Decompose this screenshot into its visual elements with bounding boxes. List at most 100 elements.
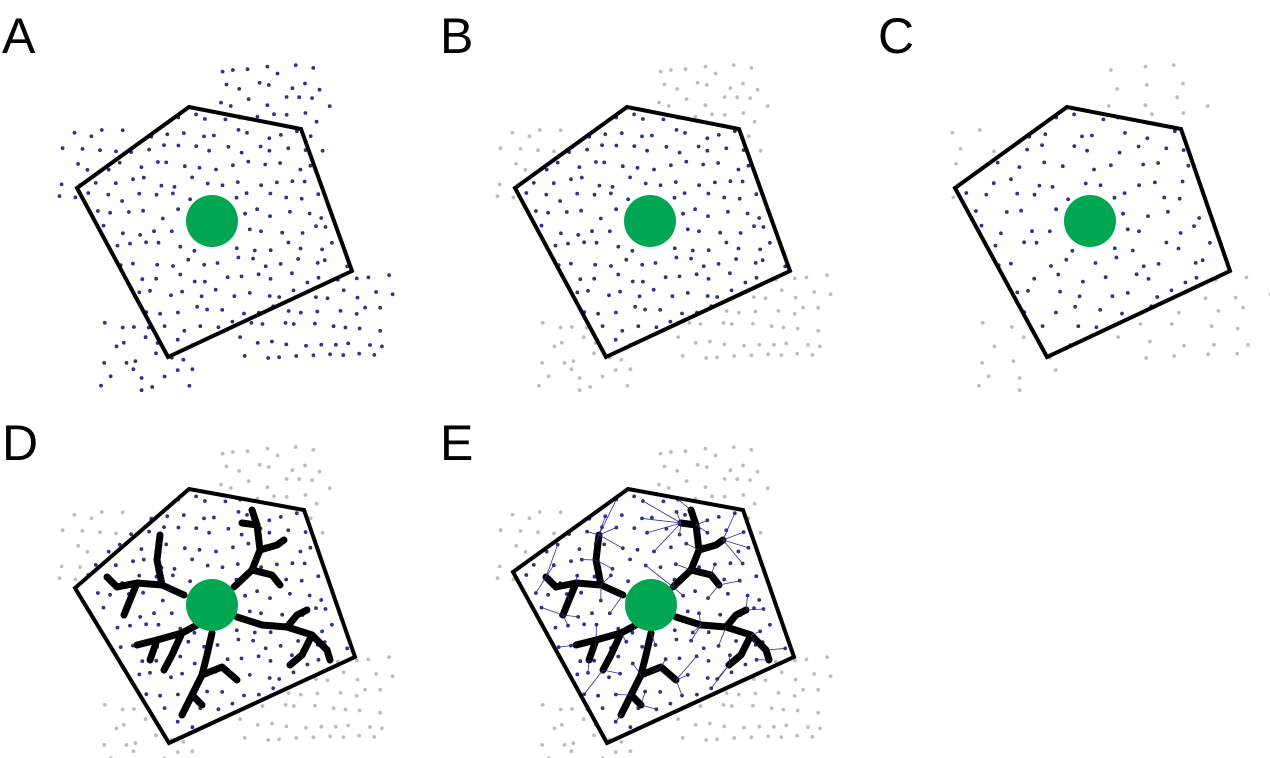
sample-point-inside [632, 112, 636, 117]
sample-point-inside [705, 136, 710, 141]
sample-point-outside [751, 703, 755, 708]
sample-point-outside [722, 477, 727, 481]
sample-point-outside [102, 743, 107, 747]
sample-point-inside [148, 670, 152, 675]
sample-point-outside [795, 351, 800, 356]
sample-point-inside [658, 690, 663, 694]
sample-point-outside [741, 463, 745, 468]
sample-point-inside [1156, 161, 1160, 165]
sample-point-outside [804, 275, 809, 280]
sample-point-outside [314, 119, 319, 124]
sample-point-outside [380, 726, 384, 731]
sample-point-inside [1094, 325, 1099, 330]
sample-point-inside [1026, 288, 1030, 293]
sample-point-inside [658, 183, 663, 188]
sample-point-outside [950, 130, 955, 135]
sample-point-inside [257, 692, 261, 697]
sample-point-outside [314, 295, 318, 299]
sample-point-inside [263, 264, 268, 269]
dendrite-branch [572, 621, 640, 649]
sample-point-inside [330, 622, 334, 627]
sample-point-inside [1085, 148, 1089, 153]
sample-point-inside [230, 701, 235, 706]
sample-point-inside [220, 690, 225, 694]
sample-point-outside [570, 325, 574, 329]
sample-point-outside [368, 343, 372, 347]
sample-point-outside [619, 357, 624, 362]
sample-point-outside [59, 564, 64, 569]
connector-line [722, 539, 749, 549]
sample-point-outside [1017, 388, 1022, 393]
sample-point-outside [495, 194, 500, 199]
connector-line [728, 655, 731, 666]
connector-line [642, 500, 682, 524]
sample-point-inside [220, 183, 225, 188]
sample-point-outside [132, 707, 136, 711]
sample-point-outside [731, 63, 736, 67]
sample-point-outside [497, 182, 502, 187]
sample-point-outside [825, 655, 829, 659]
sample-point-inside [178, 272, 183, 277]
sample-point-outside [1116, 335, 1120, 339]
sample-point-outside [378, 687, 383, 692]
connector-line [765, 648, 786, 651]
sample-point-outside [728, 468, 733, 473]
sample-point-inside [640, 262, 645, 267]
sample-point-inside [129, 532, 134, 536]
sample-point-outside [793, 295, 798, 300]
sample-point-outside [742, 725, 746, 730]
sample-point-outside [242, 736, 247, 740]
sample-point-inside [202, 262, 207, 267]
sample-point-inside [1146, 277, 1151, 281]
sample-point-inside [194, 494, 199, 499]
dendrite-branch [120, 579, 141, 619]
sample-point-inside [298, 246, 303, 251]
sample-point-inside [1056, 272, 1061, 277]
sample-point-outside [108, 374, 113, 379]
sample-point-inside [144, 622, 149, 627]
sample-point-inside [252, 630, 257, 635]
sample-point-outside [357, 733, 362, 738]
sample-point-inside [594, 622, 599, 627]
sample-point-outside [102, 702, 107, 707]
sample-point-inside [592, 192, 597, 197]
sample-point-inside [144, 240, 149, 245]
sample-point-outside [540, 702, 545, 707]
sample-point-inside [1145, 136, 1150, 141]
sample-point-inside [305, 280, 310, 285]
connector-line [595, 559, 613, 570]
sample-point-inside [259, 565, 263, 570]
sample-point-outside [752, 501, 757, 506]
sample-point-inside [291, 288, 296, 293]
sample-point-inside [1208, 240, 1212, 245]
sample-point-outside [325, 296, 330, 301]
sample-point-inside [307, 593, 312, 598]
sample-point-outside [57, 194, 62, 199]
sample-point-outside [368, 725, 372, 729]
sample-point-inside [234, 628, 239, 633]
sample-point-outside [338, 309, 343, 313]
sample-point-outside [265, 485, 270, 490]
sample-point-inside [202, 516, 206, 521]
sample-point-outside [792, 276, 797, 281]
sample-point-outside [510, 130, 515, 135]
sample-point-inside [1101, 117, 1106, 122]
sample-point-inside [268, 659, 273, 663]
sample-point-outside [73, 195, 78, 200]
sample-point-inside [212, 515, 216, 520]
sample-point-outside [366, 275, 371, 280]
sample-point-inside [603, 132, 608, 137]
sample-point-outside [776, 691, 781, 695]
sample-point-outside [741, 111, 746, 115]
sample-point-inside [1193, 261, 1198, 265]
sample-point-inside [197, 547, 202, 552]
sample-point-inside [117, 160, 122, 165]
sample-point-inside [640, 644, 645, 649]
connector-line [594, 639, 597, 647]
dendrite-branch [160, 629, 186, 674]
sample-point-outside [245, 67, 250, 72]
sample-point-outside [354, 694, 359, 698]
sample-point-inside [172, 185, 177, 189]
sample-point-outside [801, 687, 805, 692]
sample-point-outside [260, 322, 265, 326]
